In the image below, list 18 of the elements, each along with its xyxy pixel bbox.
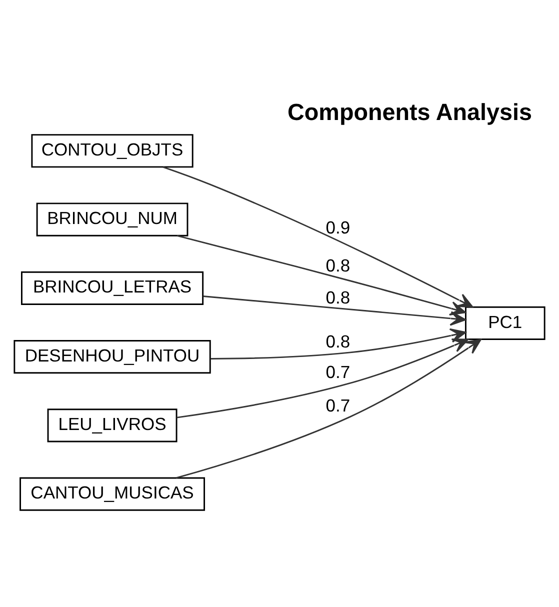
edge-label: 0.7 <box>326 362 350 382</box>
node-box: BRINCOU_LETRAS <box>21 271 204 305</box>
node-box: CONTOU_OBJTS <box>31 134 194 168</box>
node-box: CANTOU_MUSICAS <box>20 477 206 511</box>
edge-label: 0.9 <box>326 218 350 238</box>
arrow <box>162 166 474 308</box>
arrow <box>176 338 482 479</box>
arrow <box>176 338 469 418</box>
node-box: DESENHOU_PINTOU <box>14 340 211 374</box>
edge-label: 0.8 <box>326 288 350 308</box>
edge-label: 0.8 <box>326 256 350 276</box>
node-box: PC1 <box>464 306 546 340</box>
node-box: LEU_LIVROS <box>47 408 178 442</box>
diagram-title: Components Analysis <box>288 98 532 125</box>
node-box: BRINCOU_NUM <box>36 202 188 236</box>
arrow <box>210 328 466 360</box>
edge-label: 0.7 <box>326 396 350 416</box>
edge-label: 0.8 <box>326 331 350 352</box>
